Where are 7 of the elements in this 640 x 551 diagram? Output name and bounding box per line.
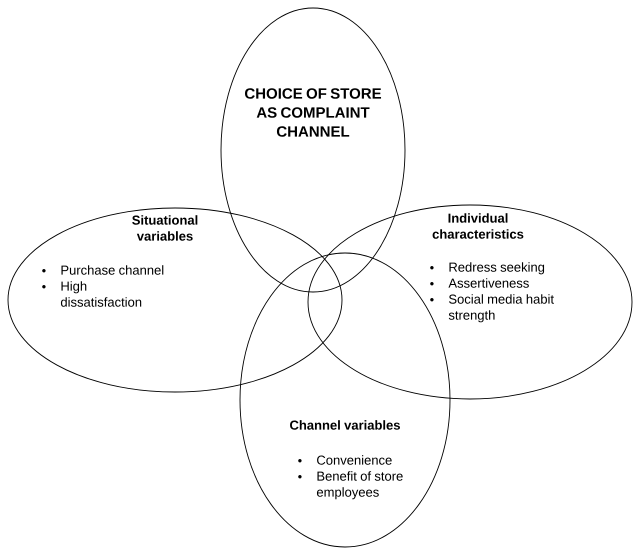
bullet-list: Purchase channel High dissatisfaction: [42, 265, 164, 307]
heading: Individual characteristics: [432, 213, 524, 239]
bullet-list: Convenience Benefit of store employees: [298, 455, 403, 500]
heading: Situational variables: [132, 215, 198, 241]
heading: CHOICE OF STORE AS COMPLAINT CHANNEL: [245, 88, 382, 137]
heading: Channel variables: [290, 420, 400, 430]
bullet-list: Redress seeking Assertiveness Social media habit strength: [430, 262, 554, 322]
